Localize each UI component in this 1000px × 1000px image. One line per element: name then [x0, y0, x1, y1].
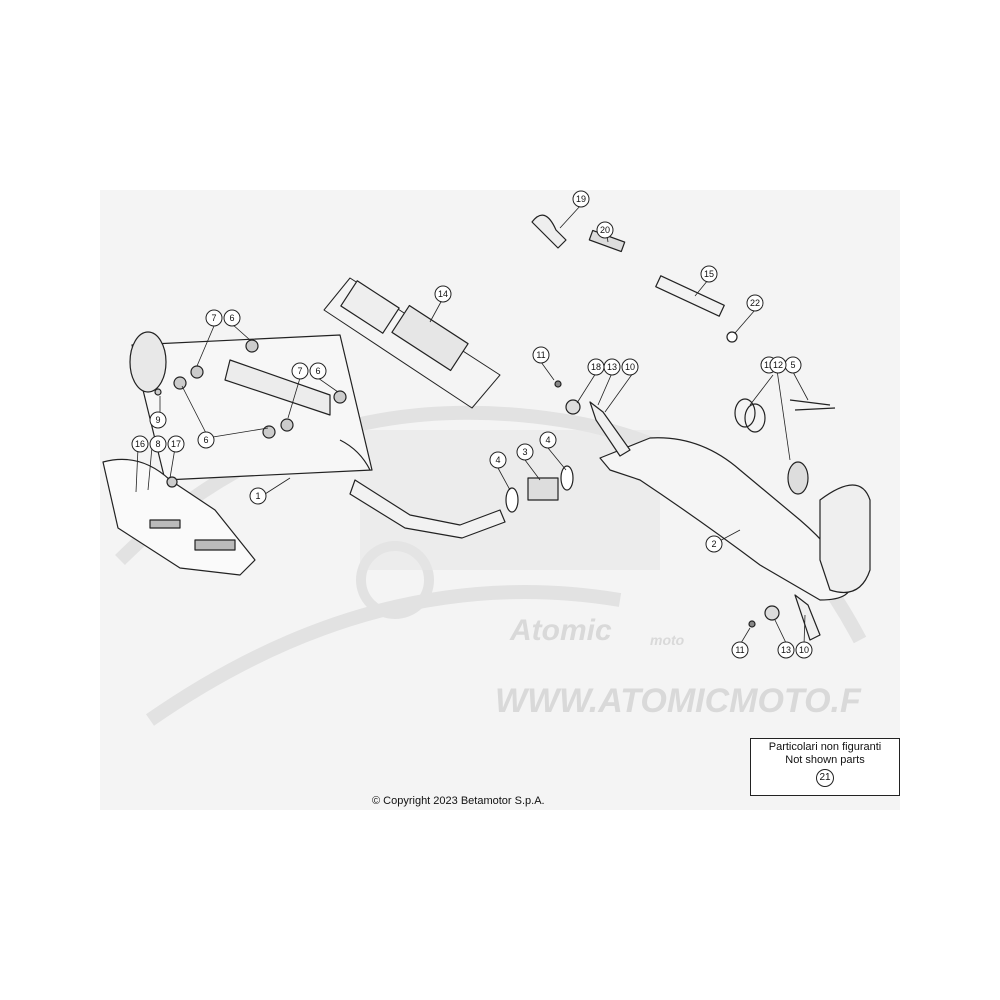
- svg-text:4: 4: [495, 455, 500, 465]
- callout: 1: [249, 487, 267, 505]
- leader-lines: [135, 204, 809, 646]
- svg-text:11: 11: [536, 350, 545, 360]
- rubber-mounts: [154, 339, 347, 488]
- watermark-sub: moto: [650, 632, 685, 648]
- svg-text:18: 18: [591, 362, 601, 372]
- watermark-url: WWW.ATOMICMOTO.F: [495, 682, 862, 720]
- callout: 4: [539, 431, 557, 449]
- svg-text:4: 4: [545, 435, 550, 445]
- callout: 9: [149, 411, 167, 429]
- svg-text:12: 12: [773, 360, 783, 370]
- copyright-text: © Copyright 2023 Betamotor S.p.A.: [372, 795, 545, 807]
- svg-text:8: 8: [155, 439, 160, 449]
- callout: 20: [596, 221, 614, 239]
- callout: 12: [769, 356, 787, 374]
- callout: 13: [603, 358, 621, 376]
- note-line-english: Not shown parts: [785, 754, 865, 766]
- brackets: [554, 380, 821, 641]
- svg-text:7: 7: [297, 366, 302, 376]
- callout: 15: [700, 265, 718, 283]
- svg-text:17: 17: [171, 439, 181, 449]
- svg-text:12: 12: [764, 360, 774, 370]
- svg-text:10: 10: [799, 645, 809, 655]
- svg-text:13: 13: [781, 645, 791, 655]
- callout: 10: [795, 641, 813, 659]
- note-callout-number: 21: [816, 769, 834, 787]
- svg-text:20: 20: [600, 225, 610, 235]
- callout: 8: [149, 435, 167, 453]
- svg-text:13: 13: [607, 362, 617, 372]
- callout: 3: [516, 443, 534, 461]
- callout: 5: [784, 356, 802, 374]
- svg-text:1: 1: [255, 491, 260, 501]
- sound-insulation: [323, 277, 501, 409]
- callout: 6: [309, 362, 327, 380]
- callout: 17: [167, 435, 185, 453]
- svg-text:5: 5: [790, 360, 795, 370]
- note-line-italian: Particolari non figuranti: [768, 741, 882, 753]
- callout: 13: [777, 641, 795, 659]
- springs-orings: [734, 398, 836, 433]
- watermark-brand: Atomic: [509, 614, 612, 647]
- link-pipe: [349, 479, 506, 539]
- svg-text:15: 15: [704, 269, 714, 279]
- callout: 22: [746, 294, 764, 312]
- not-shown-parts-box: Particolari non figuranti Not shown part…: [750, 738, 900, 796]
- svg-text:16: 16: [135, 439, 145, 449]
- callout: 16: [131, 435, 149, 453]
- callout: 18: [587, 358, 605, 376]
- callout: 6: [197, 431, 215, 449]
- callouts: 1 2 3 4 4 5 6 6 6 7 7 8 9 10 10 11 11 12…: [131, 190, 813, 659]
- heat-shield: [102, 458, 256, 576]
- svg-text:19: 19: [576, 194, 586, 204]
- svg-text:3: 3: [522, 447, 527, 457]
- callout: 6: [223, 309, 241, 327]
- callout: 10: [621, 358, 639, 376]
- svg-text:2: 2: [711, 539, 716, 549]
- silencer: [129, 331, 373, 481]
- callout: 7: [291, 362, 309, 380]
- svg-text:22: 22: [750, 298, 760, 308]
- callout: 4: [489, 451, 507, 469]
- svg-text:10: 10: [625, 362, 635, 372]
- callout: 11: [731, 641, 749, 659]
- callout: 2: [705, 535, 723, 553]
- callout: 7: [205, 309, 223, 327]
- svg-text:14: 14: [438, 289, 448, 299]
- callout: 19: [572, 190, 590, 208]
- svg-text:6: 6: [203, 435, 208, 445]
- svg-text:6: 6: [229, 313, 234, 323]
- svg-text:11: 11: [735, 645, 744, 655]
- callout: 11: [532, 346, 550, 364]
- svg-text:6: 6: [315, 366, 320, 376]
- coupler-group: [505, 465, 574, 513]
- svg-text:9: 9: [155, 415, 160, 425]
- callout: 14: [434, 285, 452, 303]
- expansion-chamber: [599, 437, 871, 601]
- svg-text:7: 7: [211, 313, 216, 323]
